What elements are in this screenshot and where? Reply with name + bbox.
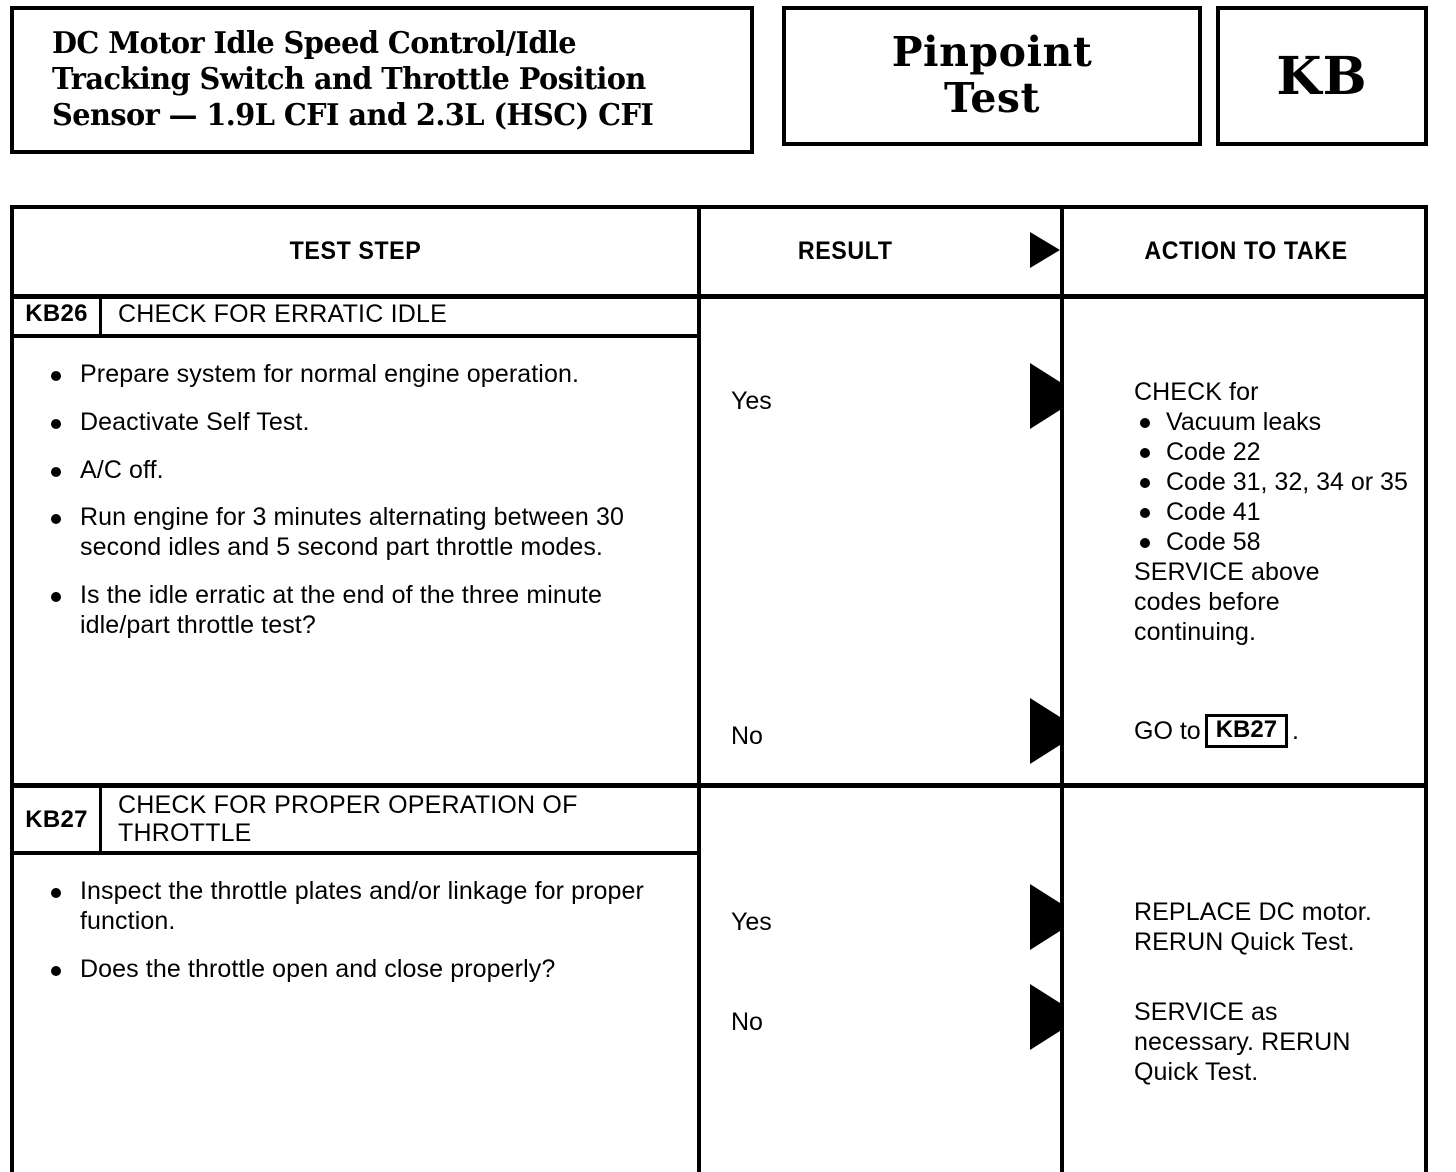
test-code-box: KB <box>1216 6 1428 146</box>
step-code-label: KB27 <box>14 788 102 851</box>
result-label: Yes <box>731 907 772 936</box>
list-item: Deactivate Self Test. <box>44 408 677 438</box>
list-item: Is the idle erratic at the end of the th… <box>44 581 677 641</box>
step-body: Prepare system for normal engine operati… <box>14 338 697 640</box>
step-reference-kb27[interactable]: KB27 <box>1204 714 1289 749</box>
step-title-row: KB27 CHECK FOR PROPER OPERATION OF THROT… <box>14 788 697 855</box>
action-cell-kb26-no: GO to KB27 . <box>1064 714 1428 749</box>
result-label: No <box>731 721 763 750</box>
step-instruction-list: Inspect the throttle plates and/or linka… <box>44 877 677 984</box>
action-cell-kb26-yes: CHECK for Vacuum leaks Code 22 Code 31, … <box>1064 377 1428 647</box>
action-cell-kb27-yes: REPLACE DC motor. RERUN Quick Test. <box>1064 897 1428 957</box>
result-cell-kb26-no: No <box>701 698 1060 764</box>
document-type-label: Pinpoint Test <box>891 28 1093 122</box>
list-item: Does the throttle open and close properl… <box>44 955 677 985</box>
action-text: SERVICE as necessary. RERUN Quick Test. <box>1134 998 1351 1086</box>
header-row-divider <box>14 294 1424 299</box>
column-header-action: ACTION TO TAKE <box>1144 237 1348 265</box>
action-code-list: Vacuum leaks Code 22 Code 31, 32, 34 or … <box>1134 407 1428 557</box>
pinpoint-test-table: TEST STEP RESULT ACTION TO TAKE KB26 CHE… <box>10 205 1428 1172</box>
step-name-label: CHECK FOR PROPER OPERATION OF THROTTLE <box>118 791 578 847</box>
arrow-right-icon <box>1030 232 1060 268</box>
goto-suffix: . <box>1292 717 1299 746</box>
document-type-box: Pinpoint Test <box>782 6 1202 146</box>
list-item: Code 22 <box>1134 437 1428 467</box>
result-cell-kb27-yes: Yes <box>701 884 1060 950</box>
test-code-label: KB <box>1276 45 1368 107</box>
column-divider-action <box>1060 209 1064 1172</box>
page-header: DC Motor Idle Speed Control/Idle Trackin… <box>0 0 1456 160</box>
column-header-test-step: TEST STEP <box>289 237 422 265</box>
result-label: No <box>731 1007 763 1036</box>
column-divider-result <box>697 209 701 1172</box>
step-title-row: KB26 CHECK FOR ERRATIC IDLE <box>14 294 697 338</box>
result-cell-kb26-yes: Yes <box>701 363 1060 429</box>
step-code-label: KB26 <box>14 294 102 334</box>
list-item: Inspect the throttle plates and/or linka… <box>44 877 677 937</box>
list-item: Vacuum leaks <box>1134 407 1428 437</box>
arrow-right-icon <box>1030 363 1060 429</box>
column-header-result: RESULT <box>797 237 893 265</box>
list-item: Code 58 <box>1134 527 1428 557</box>
arrow-right-icon <box>1030 698 1060 764</box>
goto-reference: GO to KB27 . <box>1134 714 1428 749</box>
result-label: Yes <box>731 386 772 415</box>
test-step-kb27: KB27 CHECK FOR PROPER OPERATION OF THROT… <box>14 788 697 1002</box>
result-cell-kb27-no: No <box>701 984 1060 1050</box>
action-text: REPLACE DC motor. RERUN Quick Test. <box>1134 898 1372 956</box>
step-name-label: CHECK FOR ERRATIC IDLE <box>118 300 447 328</box>
list-item: Run engine for 3 minutes alternating bet… <box>44 503 677 563</box>
step-instruction-list: Prepare system for normal engine operati… <box>44 360 677 640</box>
page-title: DC Motor Idle Speed Control/Idle Trackin… <box>52 26 654 133</box>
action-cell-kb27-no: SERVICE as necessary. RERUN Quick Test. <box>1064 997 1428 1087</box>
step-body: Inspect the throttle plates and/or linka… <box>14 855 697 984</box>
list-item: Code 31, 32, 34 or 35 <box>1134 467 1428 497</box>
test-step-kb26: KB26 CHECK FOR ERRATIC IDLE Prepare syst… <box>14 294 697 658</box>
list-item: Prepare system for normal engine operati… <box>44 360 677 390</box>
goto-prefix: GO to <box>1134 717 1201 746</box>
list-item: Code 41 <box>1134 497 1428 527</box>
action-lead-text: CHECK for <box>1134 378 1259 406</box>
arrow-right-icon <box>1030 984 1060 1050</box>
step-row-divider <box>14 783 1424 788</box>
action-tail-text: SERVICE above codes before continuing. <box>1134 558 1320 646</box>
list-item: A/C off. <box>44 456 677 486</box>
arrow-right-icon <box>1030 884 1060 950</box>
document-title-box: DC Motor Idle Speed Control/Idle Trackin… <box>10 6 754 154</box>
